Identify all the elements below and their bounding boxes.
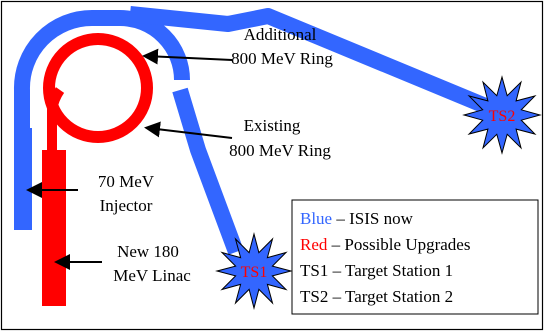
blue-beamline-ts2 (129, 6, 504, 120)
blue-beamline-ts1 (172, 87, 244, 255)
injector-bar (14, 128, 32, 230)
ts2-star: TS2 (462, 75, 542, 155)
injector-label-1: 70 MeV (98, 172, 155, 191)
existing-ring-label-2: 800 MeV Ring (229, 141, 331, 160)
legend-line-blue: Blue – ISIS now (300, 209, 414, 228)
linac-label-1: New 180 (117, 242, 179, 261)
isis-now-beamlines (13, 6, 504, 255)
legend-frame (291, 199, 539, 315)
legend-line-red: Red – Possible Upgrades (300, 235, 470, 254)
legend-blue-key: Blue (300, 209, 332, 228)
linac-bar (42, 150, 66, 306)
existing-ring-label-1: Existing (244, 116, 301, 135)
linac-feed-line (47, 87, 65, 150)
ts2-starburst (462, 75, 542, 155)
blue-outer-ring-arc (13, 10, 190, 135)
additional-ring-label-2: 800 MeV Ring (231, 49, 333, 68)
legend-red-desc: – Possible Upgrades (327, 235, 470, 254)
ts1-label: TS1 (241, 264, 268, 281)
ts1-starburst (215, 232, 293, 310)
legend-blue-desc: – ISIS now (332, 209, 413, 228)
label-arrows (26, 48, 233, 270)
additional-ring (43, 33, 153, 143)
additional-ring-label-1: Additional (244, 25, 317, 44)
arrow-additional-ring (142, 48, 233, 65)
injector-label-2: Injector (100, 196, 153, 215)
legend-line-ts1: TS1 – Target Station 1 (300, 261, 453, 280)
ts1-star: TS1 (215, 232, 293, 310)
legend-box: Blue – ISIS now Red – Possible Upgrades … (291, 199, 539, 315)
linac-label-2: MeV Linac (113, 266, 191, 285)
legend-red-key: Red (300, 235, 328, 254)
arrow-existing-ring (144, 121, 233, 139)
ts2-label: TS2 (489, 108, 516, 125)
legend-line-ts2: TS2 – Target Station 2 (300, 287, 453, 306)
upgrade-parts (42, 33, 153, 306)
